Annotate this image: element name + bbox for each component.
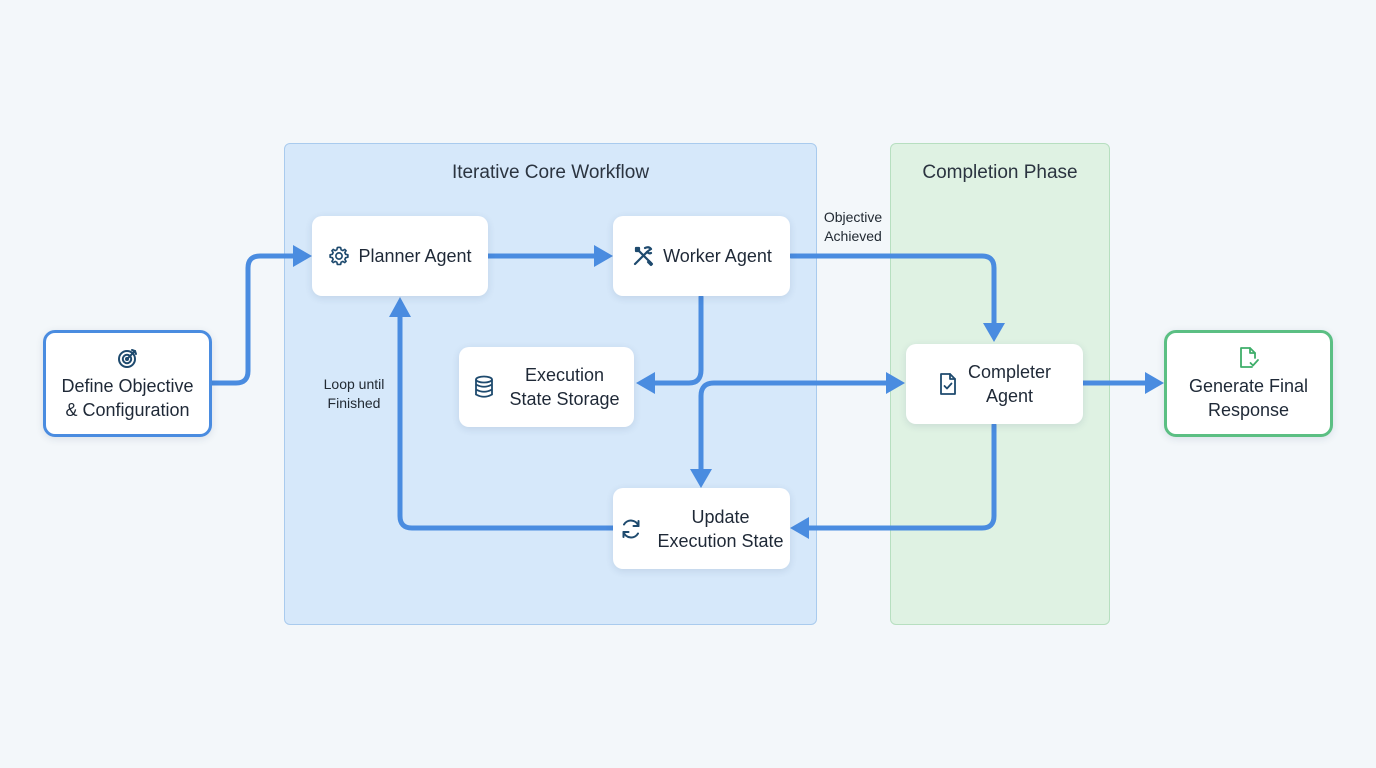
planner-agent-label: Planner Agent bbox=[358, 246, 472, 266]
loop-line1: Loop until bbox=[323, 376, 385, 392]
update-execution-state-node[interactable]: Update Execution State bbox=[613, 488, 790, 569]
completer-line2: Agent bbox=[985, 386, 1034, 406]
objective-achieved-line2: Achieved bbox=[824, 228, 882, 244]
planner-agent-node[interactable]: Planner Agent bbox=[312, 216, 488, 296]
arrowhead-update-to-planner bbox=[389, 297, 411, 317]
arrowhead-define-to-planner bbox=[293, 245, 312, 267]
arrow-worker-to-completer bbox=[788, 253, 997, 327]
define-objective-node[interactable]: Define Objective & Configuration bbox=[43, 330, 212, 437]
loop-line2: Finished bbox=[327, 395, 381, 411]
arrowhead-worker-to-storage bbox=[636, 372, 655, 394]
arrowhead-worker-to-completer bbox=[983, 323, 1005, 342]
final-line2: Response bbox=[1207, 399, 1290, 420]
arrow-worker-to-storage bbox=[651, 294, 704, 386]
arrow-define-to-planner bbox=[209, 253, 299, 386]
objective-achieved-annotation: Objective Achieved bbox=[812, 208, 894, 246]
arrowhead-branch-to-update bbox=[690, 469, 712, 488]
loop-until-finished-annotation: Loop until Finished bbox=[312, 375, 396, 413]
storage-line2: State Storage bbox=[509, 389, 620, 409]
file-check-icon bbox=[1238, 346, 1260, 370]
define-objective-line2: & Configuration bbox=[65, 399, 190, 420]
objective-achieved-line1: Objective bbox=[823, 209, 883, 225]
update-line2: Execution State bbox=[657, 530, 784, 551]
arrowhead-completer-to-update bbox=[790, 517, 809, 539]
worker-agent-node[interactable]: Worker Agent bbox=[613, 216, 790, 296]
completer-agent-node[interactable]: Completer Agent bbox=[906, 344, 1083, 424]
completion-phase-title: Completion Phase bbox=[922, 162, 1078, 183]
document-check-icon bbox=[938, 372, 958, 396]
worker-agent-label: Worker Agent bbox=[663, 246, 772, 266]
generate-final-response-node[interactable]: Generate Final Response bbox=[1164, 330, 1333, 437]
arrowhead-planner-to-worker bbox=[594, 245, 613, 267]
completer-line1: Completer bbox=[967, 362, 1052, 382]
arrow-update-to-planner bbox=[397, 313, 616, 531]
arrowhead-completer-to-final bbox=[1145, 372, 1164, 394]
database-icon bbox=[473, 375, 495, 399]
arrow-completer-to-update bbox=[805, 422, 997, 531]
iterative-core-title: Iterative Core Workflow bbox=[451, 162, 650, 183]
update-line1: Update bbox=[691, 506, 750, 527]
target-icon bbox=[116, 346, 140, 370]
execution-state-storage-node[interactable]: Execution State Storage bbox=[459, 347, 634, 427]
arrow-branch-to-completer bbox=[698, 380, 890, 473]
gear-icon bbox=[328, 245, 350, 267]
tools-icon bbox=[631, 244, 655, 268]
final-line1: Generate Final bbox=[1188, 375, 1309, 396]
storage-line1: Execution bbox=[524, 365, 605, 385]
arrowhead-branch-to-completer bbox=[886, 372, 905, 394]
refresh-icon bbox=[619, 517, 643, 541]
define-objective-line1: Define Objective bbox=[61, 375, 194, 396]
